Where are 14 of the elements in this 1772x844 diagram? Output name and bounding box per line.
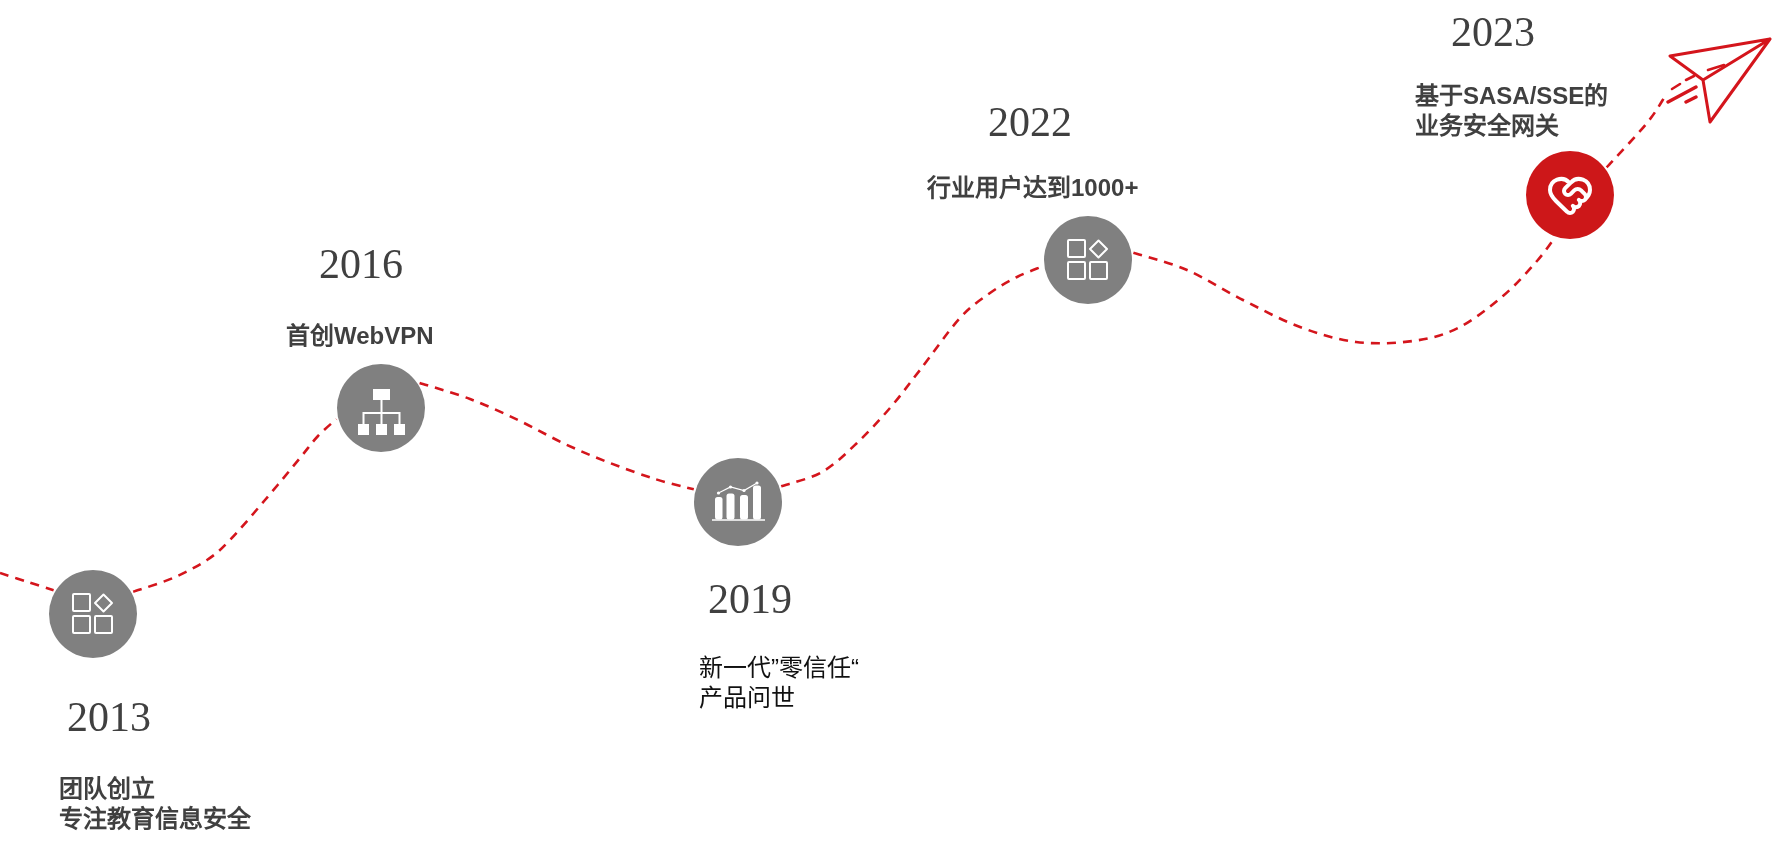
dashed-connector <box>0 571 54 592</box>
year-label: 2016 <box>319 243 403 285</box>
milestone-caption: 专注教育信息安全 <box>59 804 251 834</box>
milestone-caption: 行业用户达到1000+ <box>927 173 1139 203</box>
year-label: 2019 <box>708 578 792 620</box>
year-label: 2022 <box>988 101 1072 143</box>
year-label: 2013 <box>67 696 151 738</box>
year-label: 2023 <box>1451 11 1535 53</box>
dashed-connector <box>419 381 695 491</box>
dashed-connector <box>132 418 338 593</box>
milestone-caption: 团队创立 <box>59 774 155 804</box>
milestone-caption: 基于SASA/SSE的业务安全网关 <box>1415 81 1610 141</box>
milestone-caption: 首创WebVPN <box>286 321 434 351</box>
milestone-caption: 新一代”零信任“产品问世 <box>699 653 860 713</box>
